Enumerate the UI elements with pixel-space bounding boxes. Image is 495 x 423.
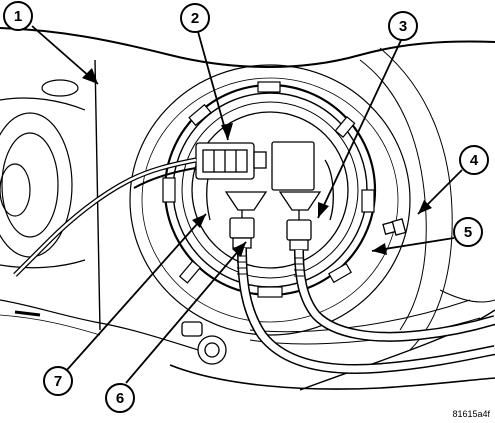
svg-text:2: 2 xyxy=(191,10,199,27)
svg-text:4: 4 xyxy=(470,152,479,169)
svg-text:1: 1 xyxy=(14,8,22,25)
callout-4: 4 xyxy=(459,145,489,175)
line-corrugation xyxy=(237,255,304,277)
pump-module-flange xyxy=(191,111,349,269)
callout-1: 1 xyxy=(3,1,33,31)
chassis-detail-left xyxy=(0,79,86,269)
callout-3: 3 xyxy=(388,11,418,41)
callout-2: 2 xyxy=(180,3,210,33)
lock-ring-tabs xyxy=(162,81,375,298)
wiring-harness xyxy=(13,157,197,317)
svg-text:7: 7 xyxy=(54,373,62,390)
fuel-fitting-block xyxy=(224,141,322,211)
leader-arrowheads xyxy=(82,68,432,257)
svg-text:5: 5 xyxy=(464,224,472,241)
callout-7: 7 xyxy=(43,366,73,396)
figure-code: 81615a4f xyxy=(452,409,490,419)
mount-bushing xyxy=(181,321,227,365)
fastener-bolt xyxy=(382,218,407,236)
electrical-connector xyxy=(195,142,267,180)
callout-6: 6 xyxy=(105,383,135,413)
svg-text:6: 6 xyxy=(116,390,124,407)
fuel-line-connectors xyxy=(229,210,312,251)
svg-text:3: 3 xyxy=(399,18,407,35)
fuel-lines xyxy=(237,247,495,375)
callout-5: 5 xyxy=(453,217,483,247)
tank-recess xyxy=(129,64,411,336)
